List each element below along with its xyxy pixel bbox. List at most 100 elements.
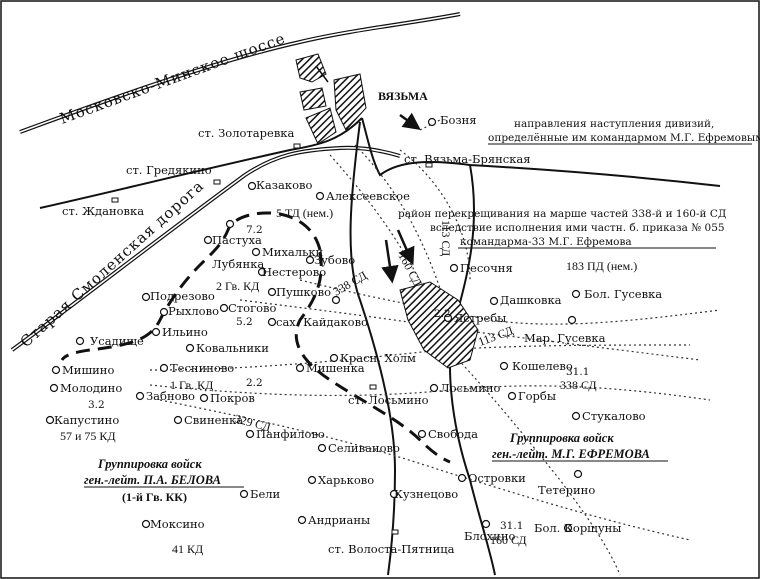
village-marker	[267, 287, 277, 297]
unit-1gvkd: 1 Гв. КД	[170, 378, 213, 392]
village-marker	[141, 292, 151, 302]
village-marker	[199, 393, 209, 403]
front-line-south	[294, 251, 451, 464]
village-zabnovo: Забново	[146, 389, 195, 403]
unit-57-75kd: 57 и 75 КД	[60, 429, 116, 443]
unit-2-2-a: 2.2	[434, 308, 451, 320]
village-kovalniki: Ковальники	[196, 341, 269, 355]
village-marker	[573, 469, 583, 479]
village-marker	[297, 515, 307, 525]
village-marker	[173, 415, 183, 425]
note-crossing-3: командарма-33 М.Г. Ефремова	[460, 236, 632, 248]
village-marker	[331, 295, 341, 305]
village-marker	[449, 263, 459, 273]
station-gredyakino: ст. Гредякино	[126, 163, 212, 177]
village-lubyanka: Лубянка	[212, 257, 264, 271]
station-zhdanovka: ст. Ждановка	[62, 204, 144, 218]
unit-41kd: 41 КД	[172, 542, 203, 556]
village-marker	[499, 361, 509, 371]
village-marker	[481, 519, 491, 529]
station-losmino: ст. Лосьмино	[348, 393, 429, 407]
note-crossing-1: район перекрещивания на марше частей 338…	[398, 208, 726, 220]
village-pesochnya: Песочня	[460, 261, 513, 275]
minsk-highway-label: Московско-Минское шоссе	[57, 29, 288, 128]
arrow-160sd	[381, 239, 399, 284]
village-marker	[457, 473, 467, 483]
village-kuznetsovo: Кузнецово	[394, 487, 458, 501]
village-marker	[159, 307, 169, 317]
village-marker	[219, 303, 229, 313]
railway-west	[39, 117, 363, 209]
village-marker	[571, 411, 581, 421]
village-marker	[571, 289, 581, 299]
unit-2-2-b: 2.2	[246, 377, 263, 389]
village-stukalovo: Стукалово	[582, 409, 646, 423]
village-marker	[295, 363, 305, 373]
village-marker	[507, 391, 517, 401]
village-marker	[135, 391, 145, 401]
unit-7-2: 7.2	[246, 224, 263, 236]
village-marker	[203, 235, 213, 245]
village-pastuya: Пастуха	[212, 233, 262, 247]
village-marker	[239, 489, 249, 499]
village-marker	[417, 429, 427, 439]
railway-southeast	[449, 164, 496, 576]
village-svoboda: Свобода	[428, 427, 478, 441]
village-marker	[429, 383, 439, 393]
village-marker	[443, 313, 453, 323]
village-beli: Бели	[250, 487, 281, 501]
village-ilyino: Ильино	[162, 325, 208, 339]
crossing-area	[399, 281, 479, 369]
village-marker	[307, 475, 317, 485]
minsk-highway	[19, 12, 461, 134]
village-andrianiy: Андрианы	[308, 513, 370, 527]
railway-south	[349, 121, 397, 576]
village-nesterovo: Нестерово	[262, 265, 326, 279]
arrow-north	[399, 112, 421, 131]
railway-east	[361, 117, 721, 187]
unit-2gvkd: 2 Гв. КД	[216, 279, 259, 293]
village-marker	[251, 247, 261, 257]
station-zolotarevka: ст. Золотаревка	[198, 126, 294, 140]
village-marker	[257, 267, 267, 277]
village-kaidakovo: сах. Кайдаково	[276, 315, 368, 329]
village-stogovo: Стогово	[228, 301, 277, 315]
group-efremov-1: Группировка войск	[509, 431, 614, 445]
village-mishino: Мишино	[62, 363, 114, 377]
note-directions-2: определённые им командармом М.Г. Ефремов…	[488, 132, 760, 144]
village-marker	[151, 327, 161, 337]
unit-31-1-b: 31.1	[500, 520, 523, 532]
village-marker	[49, 383, 59, 393]
vyazma-city	[295, 53, 367, 145]
village-marker	[315, 191, 325, 201]
village-kharkovo: Харьково	[318, 473, 374, 487]
unit-113sd-vertical: 113 СД	[439, 220, 453, 256]
village-teskinovo: Тесниново	[170, 361, 234, 375]
village-selivanovo: Селиваново	[328, 441, 400, 455]
city-vyazma: ВЯЗЬМА	[378, 89, 428, 103]
village-marker	[329, 353, 339, 363]
village-kazakovo: Казаково	[256, 178, 312, 192]
village-blokhino: Блохино	[464, 529, 515, 543]
unit-183pd: 183 ПД (нем.)	[566, 259, 637, 273]
group-belov-1: Группировка войск	[97, 457, 202, 471]
village-dashkovka: Дашковка	[500, 293, 562, 307]
village-marker	[427, 117, 437, 127]
village-marker	[245, 429, 255, 439]
village-bol-gusevka: Бол. Гусевка	[584, 287, 662, 301]
village-pushkovo: Пушково	[276, 285, 331, 299]
village-molodino: Молодино	[60, 381, 122, 395]
village-mar-gusevka: Мар. Гусевка	[524, 331, 606, 345]
unit-160sd-b: 160 СД	[490, 533, 527, 547]
village-rykhlovo: Рыхлово	[168, 304, 219, 318]
village-pokrov: Покров	[210, 391, 255, 405]
old-smolensk-road	[10, 145, 401, 352]
village-boznya: Бозня	[440, 113, 477, 127]
group-efremov-2: ген.-лейт. М.Г. ЕФРЕМОВА	[492, 447, 650, 461]
station-vyazma-bryanskaya: ст. Вязьма-Брянская	[404, 152, 531, 166]
unit-160sd: 160 СД	[395, 250, 425, 289]
village-ostrovki: Островки	[468, 471, 526, 485]
